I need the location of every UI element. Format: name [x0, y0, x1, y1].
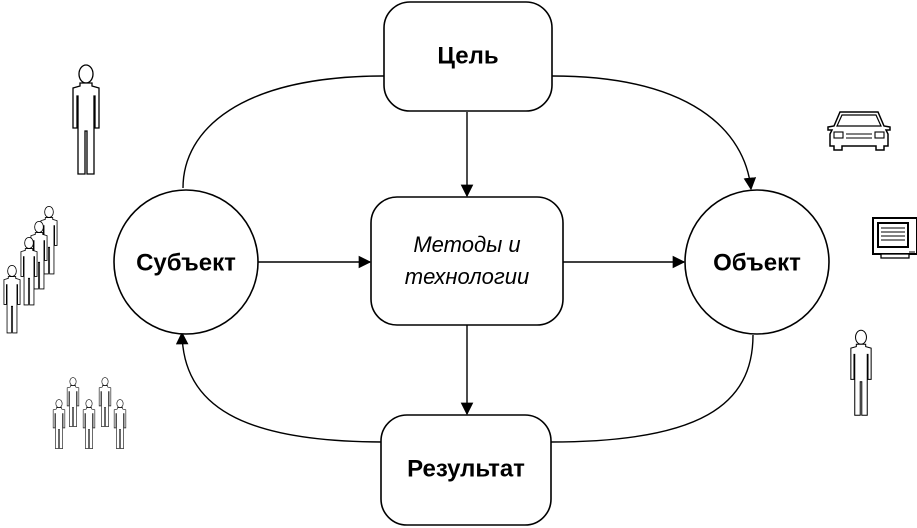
methods-node: Методы и технологии [370, 196, 564, 326]
link-goal-to-object [551, 75, 757, 191]
goal-label: Цель [437, 42, 498, 69]
methods-label-line2: технологии [405, 264, 529, 289]
single-person-icon-right [850, 329, 872, 416]
computer-monitor-icon [872, 217, 917, 259]
link-object-to-result [550, 334, 754, 443]
result-label: Результат [407, 455, 525, 482]
methods-label-line1: Методы и [413, 232, 520, 257]
crowd-of-persons-icon [52, 377, 127, 449]
object-node: Объект [684, 189, 830, 335]
link-subject-to-goal [182, 75, 385, 189]
group-of-persons-icon [3, 205, 58, 334]
subject-label: Субъект [136, 249, 236, 276]
goal-node: Цель [383, 1, 553, 112]
single-person-icon [72, 64, 100, 175]
object-label: Объект [713, 249, 801, 276]
result-node: Результат [380, 414, 552, 526]
car-icon [827, 111, 891, 151]
subject-node: Субъект [113, 189, 259, 335]
link-result-to-subject [175, 331, 385, 443]
